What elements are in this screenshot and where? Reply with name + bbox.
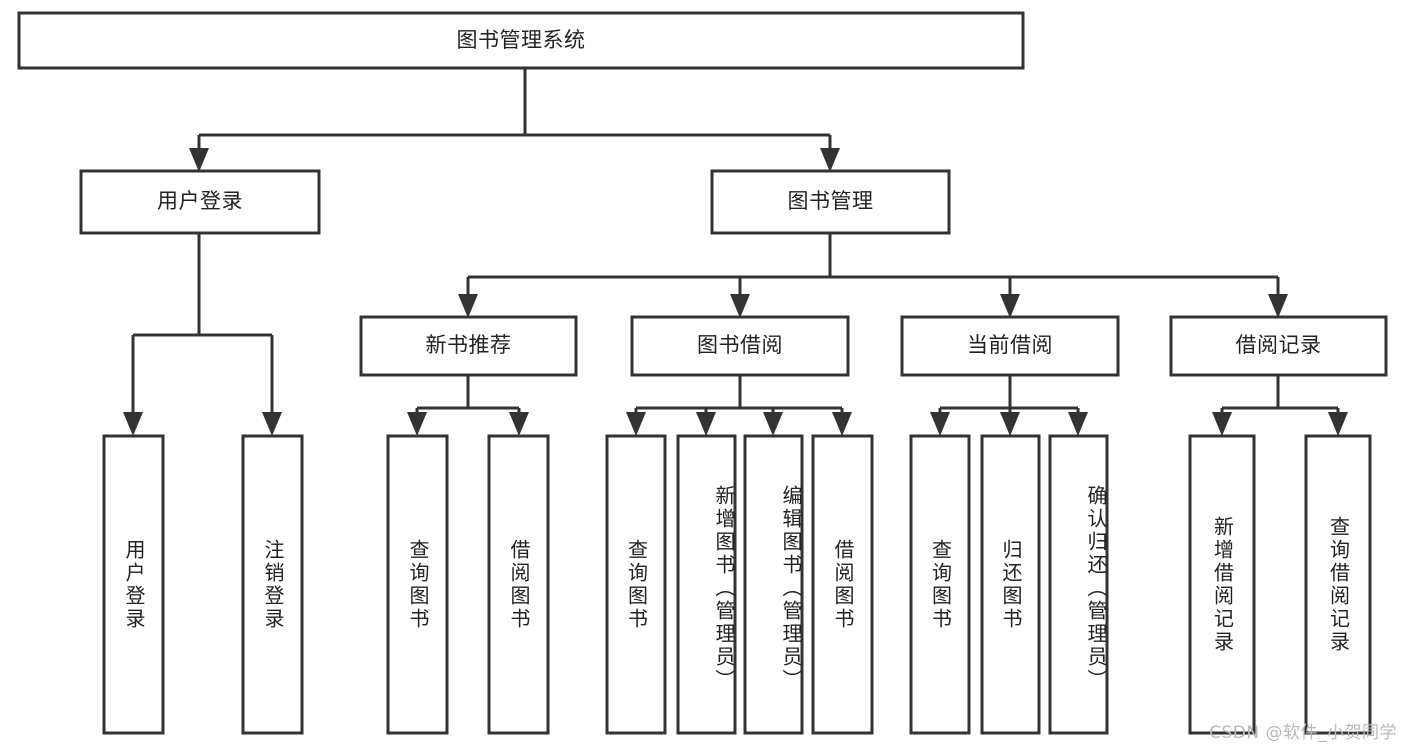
arrow-icon-leaf-book-borrow-3 — [763, 412, 783, 436]
node-box-leaf-book-borrow-3[interactable] — [743, 434, 804, 735]
arrow-icon-leaf-current-borrow-2 — [1000, 412, 1020, 436]
arrow-icon-leaf-new-book-1 — [407, 412, 427, 436]
node-box-leaf-book-borrow-2[interactable] — [676, 434, 737, 735]
arrow-icon-current-borrow — [1000, 294, 1020, 318]
arrow-icon-leaf-user-login-1 — [123, 412, 143, 436]
node-box-leaf-book-borrow-1[interactable] — [605, 434, 667, 735]
node-box-group — [17, 11, 1388, 735]
node-box-book-borrow[interactable] — [630, 315, 850, 377]
arrowhead-group — [123, 148, 1348, 436]
arrow-icon-book-manage — [820, 148, 840, 172]
arrow-icon-leaf-current-borrow-1 — [930, 412, 950, 436]
node-box-leaf-current-borrow-2[interactable] — [980, 434, 1041, 735]
node-box-leaf-new-book-2[interactable] — [487, 434, 550, 735]
arrow-icon-new-book — [458, 294, 478, 318]
arrow-icon-leaf-user-login-2 — [262, 412, 282, 436]
node-box-leaf-user-login-2[interactable] — [241, 434, 304, 735]
node-box-borrow-record[interactable] — [1169, 315, 1388, 377]
node-box-user-login[interactable] — [79, 169, 321, 235]
node-box-leaf-borrow-record-2[interactable] — [1304, 434, 1372, 735]
node-box-current-borrow[interactable] — [900, 315, 1120, 377]
arrow-icon-leaf-book-borrow-4 — [832, 412, 852, 436]
node-box-leaf-book-borrow-4[interactable] — [811, 434, 874, 735]
node-box-new-book-recommend[interactable] — [359, 315, 578, 377]
node-box-root[interactable] — [17, 11, 1025, 70]
arrow-icon-user-login — [189, 148, 209, 172]
node-box-book-manage[interactable] — [710, 169, 951, 235]
arrow-icon-leaf-new-book-2 — [509, 412, 529, 436]
arrow-icon-borrow-record — [1268, 294, 1288, 318]
arrow-icon-leaf-book-borrow-2 — [696, 412, 716, 436]
node-box-leaf-new-book-1[interactable] — [386, 434, 449, 735]
node-box-leaf-current-borrow-3[interactable] — [1048, 434, 1109, 735]
node-box-leaf-borrow-record-1[interactable] — [1188, 434, 1256, 735]
arrow-icon-leaf-book-borrow-1 — [626, 412, 646, 436]
arrow-icon-leaf-borrow-record-2 — [1328, 412, 1348, 436]
node-box-leaf-user-login-1[interactable] — [102, 434, 165, 735]
arrow-icon-book-borrow — [730, 294, 750, 318]
node-box-leaf-current-borrow-1[interactable] — [909, 434, 971, 735]
arrow-icon-leaf-borrow-record-1 — [1212, 412, 1232, 436]
arrow-icon-leaf-current-borrow-3 — [1068, 412, 1088, 436]
